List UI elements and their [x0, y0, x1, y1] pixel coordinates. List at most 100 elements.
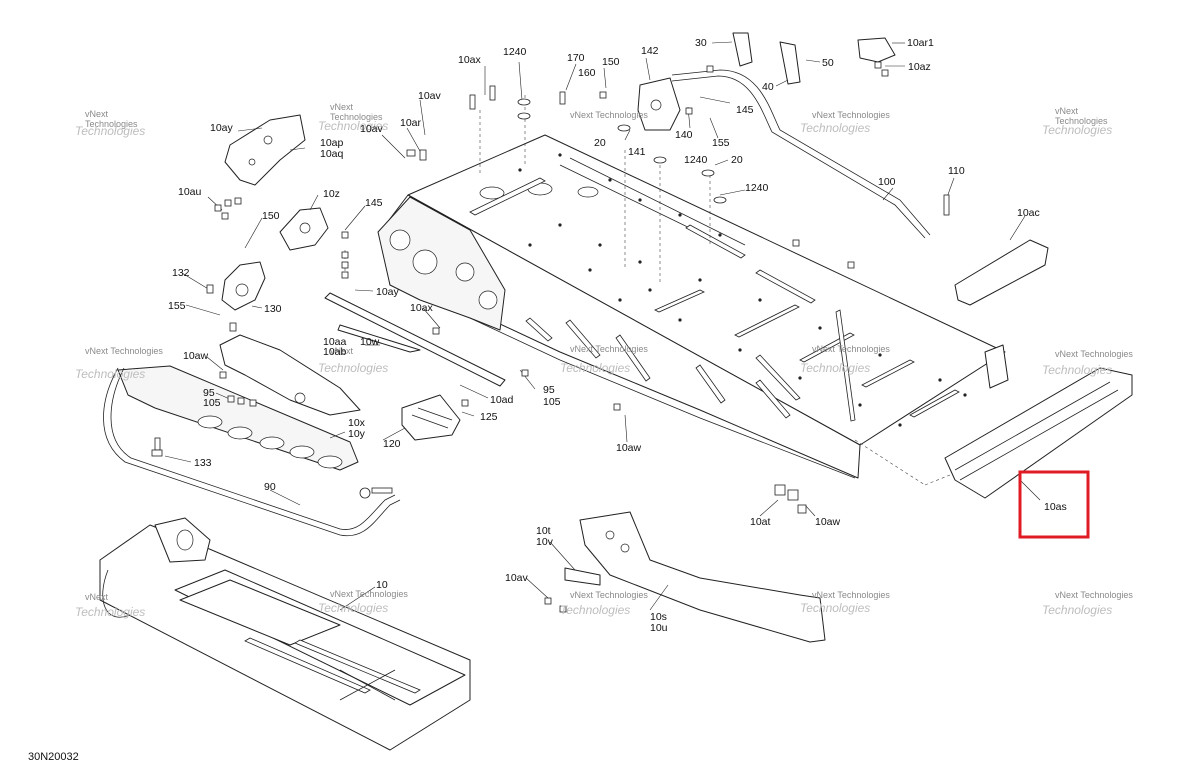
callout-20: 20: [594, 137, 606, 149]
callout-40: 40: [762, 81, 774, 93]
footrest-120: [401, 394, 461, 441]
watermark-text: Technologies: [318, 601, 388, 615]
bracket-30-40: [732, 32, 801, 85]
watermark-text: Technologies: [75, 367, 145, 381]
watermark-text: vNext Technologies: [570, 344, 648, 354]
callout-125: 125: [480, 411, 498, 423]
callout-130: 130: [264, 303, 282, 315]
watermark-text: vNext Technologies: [570, 110, 648, 120]
leader-lines: [164, 41, 1041, 611]
watermark-text: vNext Technologies: [812, 590, 890, 600]
watermark-text: vNext Technologies: [570, 590, 648, 600]
fasteners: [151, 61, 950, 613]
callout-10aw: 10aw: [815, 516, 841, 528]
steering-tube-100: [671, 69, 931, 239]
watermark-text: vNext Technologies: [812, 344, 890, 354]
lower-plate-10x: [117, 365, 359, 471]
callout-1240: 1240: [745, 182, 769, 194]
callout-10av: 10av: [360, 123, 384, 135]
callout-10ac: 10ac: [1017, 207, 1040, 219]
callout-10at: 10at: [750, 516, 771, 528]
watermark-text: Technologies: [560, 603, 630, 617]
callout-155: 155: [712, 137, 730, 149]
watermark-text: vNext: [1055, 106, 1079, 116]
drawing-code: 30N20032: [28, 751, 79, 763]
watermark-text: Technologies: [318, 119, 388, 133]
highlight-box: [1018, 470, 1090, 539]
watermark-text: vNext: [330, 102, 354, 112]
callout-10ay: 10ay: [210, 122, 234, 134]
part-callouts: 10ax 1240 170 160 150 142 30 50 40 10ar1…: [168, 37, 1067, 634]
callout-10ar: 10ar: [400, 117, 422, 129]
callout-10u: 10u: [650, 622, 668, 634]
watermark-text: vNext Technologies: [85, 346, 163, 356]
watermark-text: Technologies: [1042, 363, 1112, 377]
callout-160: 160: [578, 67, 596, 79]
callout-10ar1: 10ar1: [907, 37, 934, 49]
callout-110: 110: [948, 165, 965, 177]
bracket-10z: [279, 207, 329, 251]
bracket-10ar1: [857, 37, 896, 63]
main-tunnel-frame: [377, 134, 1009, 479]
callout-10ax: 10ax: [458, 54, 482, 66]
callout-105: 105: [543, 396, 561, 408]
callout-10ab: 10ab: [323, 346, 347, 358]
callout-30: 30: [695, 37, 707, 49]
callout-10w: 10w: [360, 336, 380, 348]
bumper-bar-90: [103, 367, 401, 537]
watermark-text: vNext: [330, 346, 354, 356]
callout-10aw: 10aw: [616, 442, 642, 454]
callout-120: 120: [383, 438, 401, 450]
watermark-text: Technologies: [800, 361, 870, 375]
side-rail-10s: [564, 511, 826, 643]
callout-105: 105: [203, 397, 221, 409]
callout-1240: 1240: [503, 46, 527, 58]
assembled-frame-10: [99, 517, 471, 751]
watermark-text: Technologies: [85, 119, 138, 129]
watermark-text: Technologies: [75, 124, 145, 138]
callout-145: 145: [736, 104, 754, 116]
watermark-text: Technologies: [1042, 123, 1112, 137]
callout-20: 20: [731, 154, 743, 166]
callout-140: 140: [675, 129, 693, 141]
callout-155: 155: [168, 300, 186, 312]
upper-left-bracket-10ap: [224, 114, 306, 186]
callout-10: 10: [376, 579, 388, 591]
watermark-text: vNext Technologies: [1055, 349, 1133, 359]
callout-10s: 10s: [650, 611, 667, 623]
callout-141: 141: [628, 146, 646, 158]
callout-10au: 10au: [178, 186, 202, 198]
callout-10t: 10t: [536, 525, 551, 537]
watermark-text: vNext: [85, 109, 109, 119]
watermark-text: Technologies: [1055, 116, 1108, 126]
callout-133: 133: [194, 457, 212, 469]
callout-10y: 10y: [348, 428, 366, 440]
callout-50: 50: [822, 57, 834, 69]
callout-10x: 10x: [348, 417, 366, 429]
watermark-text: Technologies: [75, 605, 145, 619]
steering-bracket-142: [637, 77, 681, 131]
watermark-text: Technologies: [1042, 603, 1112, 617]
callout-1240: 1240: [684, 154, 708, 166]
watermark-text: vNext: [85, 592, 109, 602]
callout-10az: 10az: [908, 61, 931, 73]
callout-10ax: 10ax: [410, 302, 434, 314]
watermark-text: Technologies: [560, 361, 630, 375]
side-plate-10aw: [219, 334, 361, 416]
callout-10ap: 10ap: [320, 137, 344, 149]
callout-10av: 10av: [505, 572, 529, 584]
bracket-10ac: [954, 239, 1049, 306]
callout-142: 142: [641, 45, 659, 57]
callout-10ad: 10ad: [490, 394, 514, 406]
callout-10as: 10as: [1044, 501, 1067, 513]
rear-extension-10as: [944, 367, 1133, 499]
callout-90: 90: [264, 481, 276, 493]
watermarks: vNext Technologies vNext Technologies vN…: [75, 102, 1133, 619]
callout-10v: 10v: [536, 536, 554, 548]
callout-170: 170: [567, 52, 585, 64]
bracket-130: [221, 261, 266, 311]
callout-10aa: 10aa: [323, 336, 347, 348]
watermark-text: Technologies: [318, 361, 388, 375]
callout-150: 150: [602, 56, 620, 68]
callout-150: 150: [262, 210, 280, 222]
